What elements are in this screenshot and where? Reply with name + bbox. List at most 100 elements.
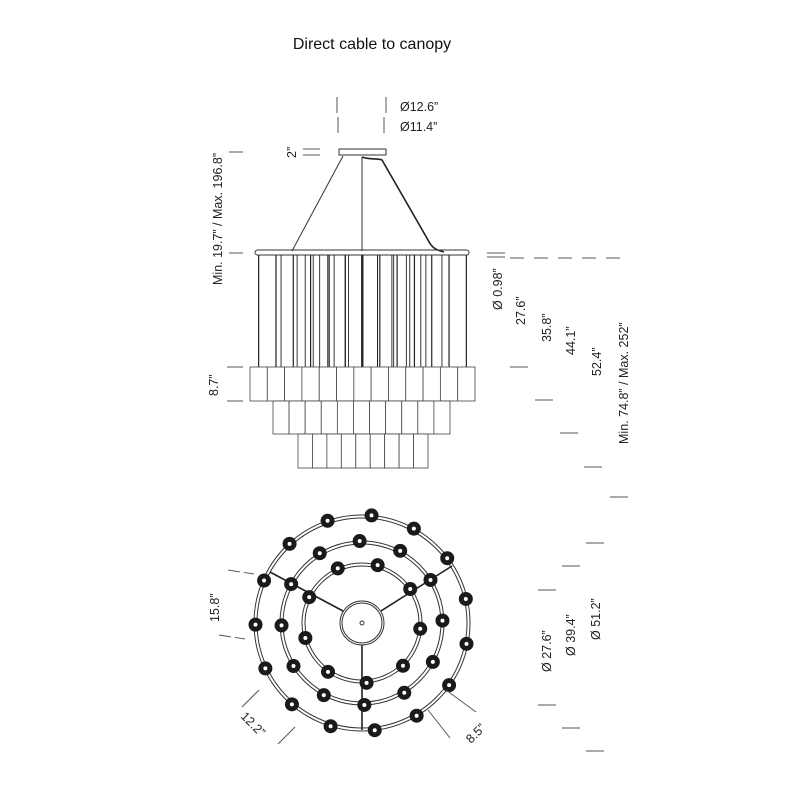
overall-height-label: Min. 74.8” / Max. 252” (617, 322, 631, 444)
pendant-module (272, 400, 290, 435)
pendant-module (336, 366, 355, 402)
tier3-drop-label: 44.1” (564, 327, 578, 356)
outer-diameter-label: Ø 51.2” (589, 598, 603, 640)
pendant-module (284, 366, 303, 402)
drawing-title: Direct cable to canopy (292, 36, 452, 53)
pendant-module (249, 366, 268, 402)
middle-diameter-label: Ø 39.4” (564, 614, 578, 656)
light-source-center (362, 702, 367, 707)
light-source-center (364, 680, 369, 685)
light-source-center (372, 728, 377, 733)
inner-diameter-label: Ø 27.6” (540, 630, 554, 672)
light-source-center (447, 683, 452, 688)
light-source-center (307, 595, 312, 600)
canopy (338, 148, 387, 156)
ring-diameter-label: Ø 0.98” (491, 268, 505, 310)
pendant-module (413, 433, 429, 469)
span-bottom-left-label: 12.2” (238, 709, 268, 739)
power-cable (361, 156, 445, 253)
light-source-center (317, 551, 322, 556)
light-source-center (328, 724, 333, 729)
pendant-module (355, 433, 371, 469)
light-source-center (291, 664, 296, 669)
pendant-modules (249, 366, 476, 469)
pendant-module (422, 366, 441, 402)
pendant-module (353, 400, 370, 435)
dim-tick (277, 726, 296, 745)
cable-length-label: Min. 19.7” / Max. 196.8” (211, 153, 225, 285)
pendant-module (370, 366, 389, 402)
center-canopy-inner (341, 602, 383, 644)
light-source-center (440, 618, 445, 623)
light-sources (248, 508, 474, 738)
light-source-center (464, 641, 469, 646)
pendant-module (405, 366, 424, 402)
pendant-module (320, 400, 338, 435)
light-source-center (289, 582, 294, 587)
light-source-center (321, 693, 326, 698)
pendant-module (384, 433, 400, 469)
light-source-center (463, 596, 468, 601)
pendant-module (301, 366, 320, 402)
light-source-center (418, 626, 423, 631)
pendant-module (457, 366, 476, 402)
pendant-module (417, 400, 435, 435)
light-source-center (335, 566, 340, 571)
dim-tick (427, 709, 451, 739)
top-view: 15.8” 12.2” 8.5” Ø 27.6” Ø 39.4” Ø 51.2” (208, 508, 604, 752)
pendant-module (266, 366, 286, 402)
light-source-center (263, 666, 268, 671)
light-source-center (408, 587, 413, 592)
light-source-center (411, 526, 416, 531)
light-source-center (398, 548, 403, 553)
tier1-drop-label: 27.6” (514, 297, 528, 326)
pendant-module (369, 400, 387, 435)
pendant-module (312, 433, 328, 469)
dim-tick (227, 569, 255, 575)
light-source-center (326, 669, 331, 674)
pendant-module (297, 433, 313, 469)
pendant-module (288, 400, 306, 435)
module-height-label: 8.7” (207, 374, 221, 396)
light-source-center (287, 541, 292, 546)
dim-tick (218, 634, 246, 640)
pendant-module (318, 366, 337, 402)
light-source-center (400, 663, 405, 668)
pendant-module (439, 366, 459, 402)
pendant-module (433, 400, 451, 435)
span-bottom-right-label: 8.5” (463, 721, 488, 746)
canopy-inner-diameter-label: Ø11.4” (400, 120, 437, 134)
side-view: Ø12.6” Ø11.4” 2” Min. 19.7” / Max. 196.8… (207, 97, 631, 498)
span-left-label: 15.8” (208, 594, 222, 623)
light-source-center (414, 713, 419, 718)
light-source-center (325, 518, 330, 523)
center-canopy (339, 600, 385, 646)
pendant-module (326, 433, 342, 469)
light-source-center (445, 556, 450, 561)
dim-tick (241, 689, 260, 708)
pendant-module (340, 433, 357, 469)
pendant-module (369, 433, 386, 469)
light-source-center (262, 578, 267, 583)
pendant-module (398, 433, 414, 469)
canopy-outer-diameter-label: Ø12.6” (400, 100, 438, 114)
light-source-center (303, 636, 308, 641)
light-source-center (430, 659, 435, 664)
suspension-cable (291, 155, 344, 252)
pendant-module (388, 366, 407, 402)
light-source-center (375, 563, 380, 568)
pendant-module (385, 400, 403, 435)
total-drop-label: 52.4” (590, 348, 604, 377)
light-source-center (253, 622, 258, 627)
light-source-center (369, 513, 374, 518)
light-source-center (402, 690, 407, 695)
tier2-drop-label: 35.8” (540, 314, 554, 343)
canopy-height-label: 2” (285, 147, 299, 158)
pendant-module (304, 400, 322, 435)
pendant-module (401, 400, 419, 435)
light-source-center (357, 539, 362, 544)
light-source-center (428, 577, 433, 582)
light-source-center (279, 623, 284, 628)
